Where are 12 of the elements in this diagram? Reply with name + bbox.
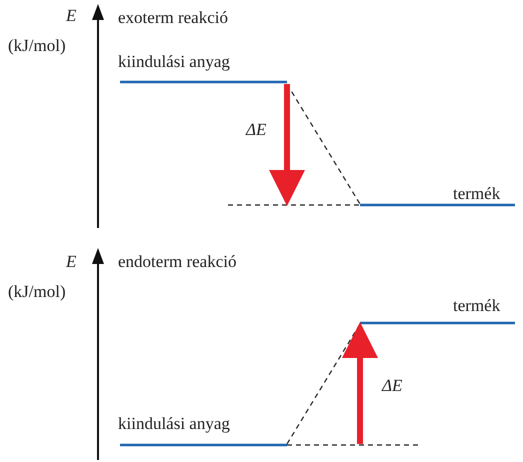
energy-change-label: ΔE bbox=[246, 120, 266, 140]
level-label: termék bbox=[453, 184, 500, 204]
axis-unit: (kJ/mol) bbox=[8, 36, 66, 56]
axis-label: E bbox=[66, 6, 76, 26]
panel-heading: exoterm reakció bbox=[118, 8, 228, 28]
level-label: termék bbox=[453, 296, 500, 316]
level-label: kiindulási anyag bbox=[118, 52, 230, 72]
level-label: kiindulási anyag bbox=[118, 414, 230, 434]
energy-change-label: ΔE bbox=[382, 376, 402, 396]
panel-heading: endoterm reakció bbox=[118, 252, 236, 272]
axis-label: E bbox=[66, 252, 76, 272]
axis-unit: (kJ/mol) bbox=[8, 282, 66, 302]
